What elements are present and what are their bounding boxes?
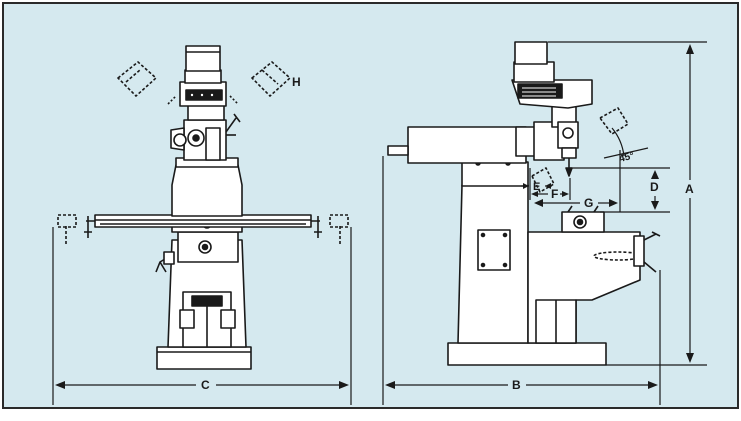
front-table — [94, 214, 312, 228]
dimension-lines — [52, 41, 707, 405]
label-g: G — [584, 196, 593, 210]
label-b: B — [512, 378, 521, 392]
label-angle: 45° — [618, 151, 635, 165]
side-ram — [407, 126, 527, 164]
label-h: H — [292, 75, 301, 89]
side-motor-cap — [514, 41, 548, 65]
label-e: E — [533, 181, 540, 193]
front-base — [156, 346, 252, 370]
label-d: D — [650, 180, 659, 194]
front-motor-cap — [185, 45, 221, 72]
front-view — [57, 45, 349, 370]
label-c: C — [201, 378, 210, 392]
label-f: F — [551, 187, 558, 201]
side-base — [447, 342, 607, 366]
dimension-labels: H C B A D G F E 45° — [201, 75, 694, 392]
diagram-background — [2, 2, 739, 409]
label-a: A — [685, 182, 694, 196]
side-view — [387, 41, 661, 366]
